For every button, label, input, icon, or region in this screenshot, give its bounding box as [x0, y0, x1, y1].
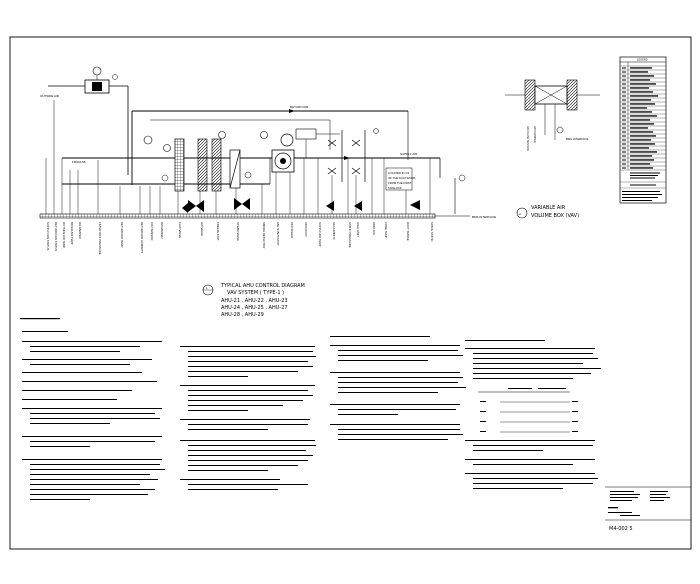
svg-text:TAKE-OFF: TAKE-OFF	[388, 186, 402, 190]
svg-text:RETURN FAN STATUS: RETURN FAN STATUS	[54, 222, 58, 251]
sequence-of-operation-text	[20, 318, 601, 500]
svg-text:FROM AB: FROM AB	[72, 160, 86, 164]
svg-text:RETURN AIR TEMP: RETURN AIR TEMP	[120, 222, 124, 248]
svg-text:BMS INTERFACE: BMS INTERFACE	[472, 215, 496, 219]
svg-text:DUCT SMOKE: DUCT SMOKE	[406, 222, 410, 241]
svg-text:FREEZE STAT: FREEZE STAT	[216, 222, 220, 241]
svg-text:SUPPLY FAN STATUS: SUPPLY FAN STATUS	[46, 222, 50, 251]
svg-text:HW VALVE: HW VALVE	[200, 222, 204, 236]
svg-text:BMS INTERFACE: BMS INTERFACE	[566, 137, 589, 141]
svg-text:SUPPLY AIR TEMP: SUPPLY AIR TEMP	[318, 222, 322, 247]
setpoint-table	[478, 388, 578, 433]
svg-text:AIRFLOW: AIRFLOW	[372, 222, 376, 235]
svg-text:HIGH LIMIT: HIGH LIMIT	[356, 222, 360, 237]
ahu-schematic: OUTSIDE AIR RETURN AIR SUPPLY AIR FROM A…	[39, 66, 496, 255]
svg-text:SUPPLY AIR: SUPPLY AIR	[400, 152, 418, 156]
vav-label-line-2: VOLUME BOX (VAV)	[531, 213, 579, 219]
svg-text:RETURN AIR: RETURN AIR	[290, 105, 309, 109]
svg-text:OA DAMPER: OA DAMPER	[78, 222, 82, 239]
svg-text:SPACE STATIC: SPACE STATIC	[430, 222, 434, 242]
svg-text:FAN START/STOP: FAN START/STOP	[276, 222, 280, 246]
svg-text:ZONE TEMP: ZONE TEMP	[384, 222, 388, 238]
diagram-units-line-1: AHU-21 , AHU-22 , AHU-23	[221, 298, 288, 304]
svg-text:1: 1	[206, 286, 208, 290]
drawing-number: M4-002 5	[609, 526, 633, 532]
svg-text:VAV FLOW SENSOR: VAV FLOW SENSOR	[526, 126, 530, 151]
sheet-title-block: M4-002 5	[605, 486, 691, 532]
svg-text:STEAM VALVE: STEAM VALVE	[236, 222, 240, 241]
svg-text:CO2 SENSOR: CO2 SENSOR	[150, 222, 154, 240]
vav-box-detail: BMS INTERFACE VAV FLOW SENSOR VAV DAMPER…	[505, 79, 600, 219]
svg-text:OF THE DUCTWORK: OF THE DUCTWORK	[388, 176, 416, 180]
diagram-title-line-2: VAV SYSTEM ( TYPE-1 )	[227, 290, 284, 296]
diagram-title-block: 1 TYPICAL AHU CONTROL DIAGRAM VAV SYSTEM…	[202, 283, 305, 318]
svg-text:OUTSIDE AIR: OUTSIDE AIR	[40, 94, 60, 98]
svg-text:MIXED AIR TEMP: MIXED AIR TEMP	[70, 222, 74, 245]
svg-text:CHW VALVE: CHW VALVE	[178, 222, 182, 238]
svg-text:STATIC PRESSURE: STATIC PRESSURE	[348, 222, 352, 248]
svg-text:RETURN AIR HUMIDITY: RETURN AIR HUMIDITY	[140, 222, 144, 253]
svg-text:VAV DAMPER: VAV DAMPER	[533, 126, 537, 143]
svg-text:LEGEND: LEGEND	[637, 58, 648, 62]
svg-text:SA HUMIDITY: SA HUMIDITY	[332, 222, 336, 240]
svg-text:RA DAMPER: RA DAMPER	[160, 222, 164, 238]
diagram-title-line-1: TYPICAL AHU CONTROL DIAGRAM	[220, 283, 305, 289]
legend-table: LEGEND	[619, 56, 667, 204]
svg-text:VFD FAULT: VFD FAULT	[304, 222, 308, 237]
svg-text:FROM THE FIRST: FROM THE FIRST	[388, 181, 412, 185]
diagram-units-line-3: AHU-28 , AHU-29	[221, 312, 264, 318]
svg-text:A: A	[519, 212, 521, 216]
vav-label-line-1: VARIABLE AIR	[531, 205, 566, 211]
svg-text:FILTER DIFF PRESSURE: FILTER DIFF PRESSURE	[98, 222, 102, 255]
svg-text:LOCATED IN 1/3: LOCATED IN 1/3	[388, 171, 410, 175]
sheet-border	[9, 36, 692, 550]
svg-text:SMOKE DETECTOR: SMOKE DETECTOR	[262, 222, 266, 248]
svg-text:OUTSIDE AIR TEMP: OUTSIDE AIR TEMP	[62, 222, 66, 248]
svg-text:VFD SPEED: VFD SPEED	[290, 222, 294, 238]
diagram-units-line-2: AHU-24 , AHU-25 , AHU-27	[221, 305, 288, 311]
